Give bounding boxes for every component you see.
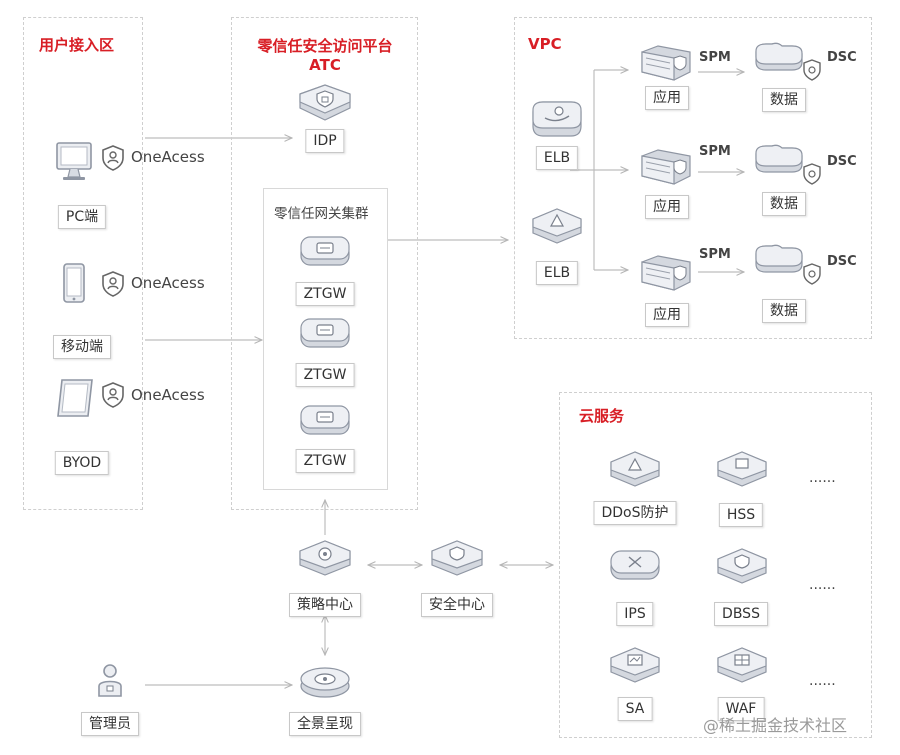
app-label-3: 应用 — [645, 303, 689, 327]
ztgw-label-1: ZTGW — [295, 282, 355, 306]
load-balancer-icon — [532, 208, 582, 244]
pc-label: PC端 — [57, 205, 107, 229]
dsc-label-2: DSC — [827, 154, 857, 169]
ztgw-cluster-title: 零信任网关集群 — [274, 206, 369, 222]
panorama-icon — [300, 667, 350, 698]
gateway-icon — [300, 405, 350, 435]
policy-center-icon — [299, 540, 351, 576]
application-server-icon — [641, 45, 691, 81]
security-center-icon — [431, 540, 483, 576]
load-balancer-icon — [532, 101, 582, 137]
shield-lock-icon — [803, 263, 821, 285]
zone-vpc-title: VPC — [528, 35, 562, 53]
byod-agent-label: OneAcess — [131, 386, 205, 404]
dsc-label-1: DSC — [827, 50, 857, 65]
elb-label-2: ELB — [535, 261, 579, 285]
ztgw-cluster-box — [263, 188, 388, 490]
ztgw-label-3: ZTGW — [295, 449, 355, 473]
policy-center-label: 策略中心 — [289, 593, 361, 617]
ddos-protection-icon — [610, 451, 660, 487]
database-security-icon — [717, 548, 767, 584]
data-storage-icon — [755, 42, 803, 71]
more-services-2: ...... — [809, 577, 836, 593]
tablet-icon — [57, 379, 93, 417]
situation-awareness-icon — [610, 647, 660, 683]
shield-user-icon — [102, 271, 124, 297]
ztgw-label-2: ZTGW — [295, 363, 355, 387]
spm-label-2: SPM — [699, 144, 731, 159]
ddos-label: DDoS防护 — [593, 501, 677, 525]
dbss-label: DBSS — [714, 602, 768, 626]
more-services-3: ...... — [809, 673, 836, 689]
application-server-icon — [641, 149, 691, 185]
data-label-3: 数据 — [762, 299, 806, 323]
zone-user-access-title: 用户接入区 — [39, 36, 115, 54]
elb-label-1: ELB — [535, 146, 579, 170]
hss-label: HSS — [718, 503, 764, 527]
pc-agent-label: OneAcess — [131, 148, 205, 166]
intrusion-prevention-icon — [610, 550, 660, 580]
data-label-2: 数据 — [762, 192, 806, 216]
zone-user-access — [23, 17, 143, 510]
zone-atc-title-line2: ATC — [309, 56, 341, 74]
data-storage-icon — [755, 144, 803, 173]
zone-atc-title-line1: 零信任安全访问平台 — [257, 37, 393, 55]
mobile-label: 移动端 — [53, 335, 111, 359]
app-label-2: 应用 — [645, 195, 689, 219]
shield-lock-icon — [803, 59, 821, 81]
shield-user-icon — [102, 145, 124, 171]
shield-lock-icon — [803, 163, 821, 185]
gateway-icon — [300, 318, 350, 348]
shield-user-icon — [102, 382, 124, 408]
admin-label: 管理员 — [81, 712, 139, 736]
data-label-1: 数据 — [762, 88, 806, 112]
zone-vpc — [514, 17, 872, 339]
dsc-label-3: DSC — [827, 254, 857, 269]
mobile-phone-icon — [63, 263, 85, 303]
spm-label-3: SPM — [699, 247, 731, 262]
security-center-label: 安全中心 — [421, 593, 493, 617]
byod-label: BYOD — [54, 451, 110, 475]
sa-label: SA — [617, 697, 653, 721]
app-label-1: 应用 — [645, 86, 689, 110]
application-server-icon — [641, 255, 691, 291]
zone-atc — [231, 17, 418, 510]
monitor-icon — [56, 142, 92, 180]
admin-user-icon — [98, 664, 122, 697]
data-storage-icon — [755, 244, 803, 273]
mobile-agent-label: OneAcess — [131, 274, 205, 292]
idp-label: IDP — [305, 129, 345, 153]
web-firewall-icon — [717, 647, 767, 683]
zone-cloud-title: 云服务 — [579, 407, 625, 425]
host-security-icon — [717, 451, 767, 487]
zone-cloud — [559, 392, 872, 738]
more-services-1: ...... — [809, 470, 836, 486]
gateway-icon — [300, 236, 350, 266]
idp-shield-icon — [299, 84, 351, 121]
ips-label: IPS — [616, 602, 654, 626]
spm-label-1: SPM — [699, 50, 731, 65]
panorama-label: 全景呈现 — [289, 712, 361, 736]
waf-label: WAF — [717, 697, 765, 721]
watermark: @稀土掘金技术社区 — [703, 716, 848, 735]
